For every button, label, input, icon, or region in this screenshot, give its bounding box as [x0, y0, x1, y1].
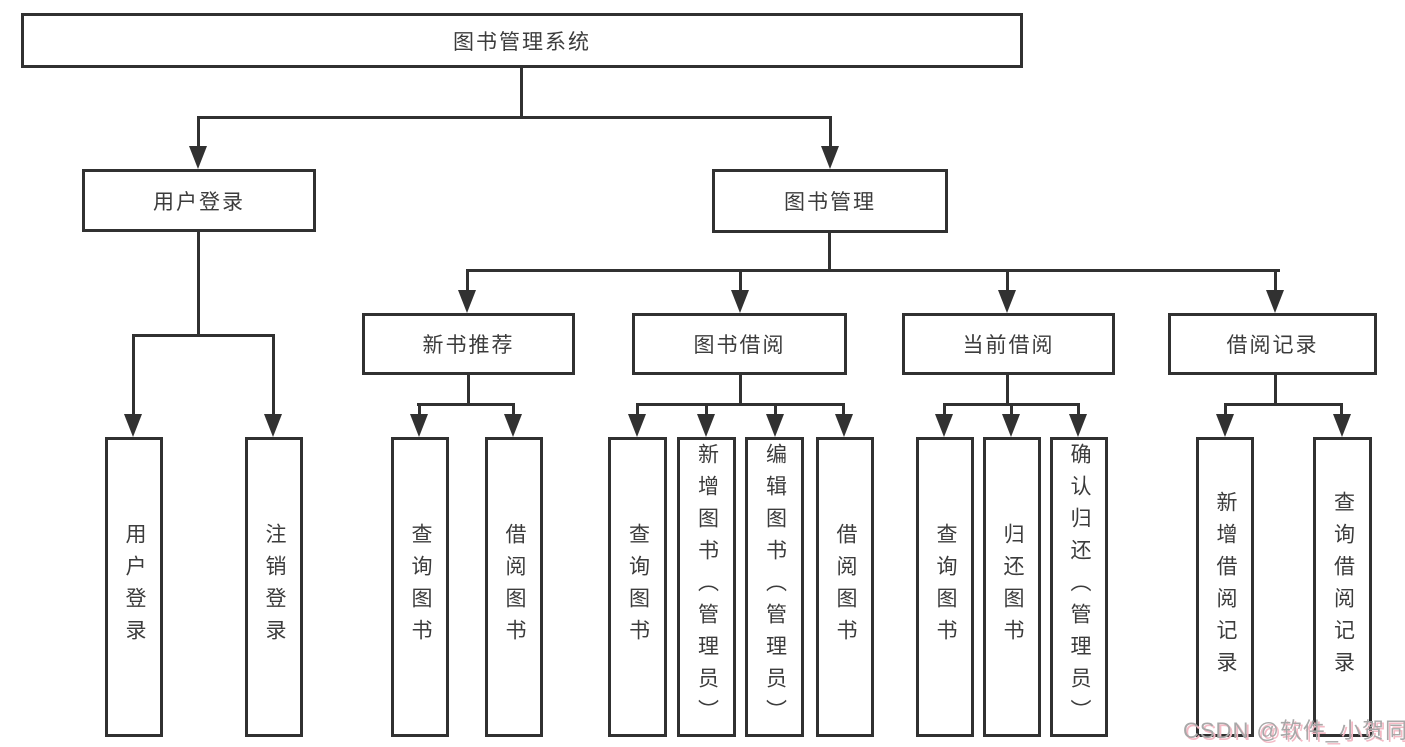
arrow-into-edit-book-admin: [766, 414, 784, 437]
node-user-login: 用户登录: [82, 169, 316, 232]
connector-drop-add-borrow-record: [1224, 403, 1227, 419]
leaf-user-login: 用户登录: [105, 437, 163, 737]
node-user-login-label: 用户登录: [153, 190, 245, 214]
leaf-confirm-return-admin: 确认归还（管理员）: [1050, 437, 1108, 737]
node-current-borrow-label: 当前借阅: [962, 334, 1055, 357]
connector-drop-new-book-recommend: [466, 269, 469, 293]
arrow-into-book-borrow: [731, 290, 749, 313]
connector-user-login-bar: [132, 334, 275, 337]
leaf-confirm-return-admin-label: 确认归还（管理员）: [1068, 443, 1091, 731]
connector-current-borrow-trunk: [1006, 375, 1009, 406]
arrow-into-query-borrow-record: [1333, 414, 1351, 437]
leaf-add-borrow-record: 新增借阅记录: [1196, 437, 1254, 737]
arrow-into-add-borrow-record: [1216, 414, 1234, 437]
leaf-return-book: 归还图书: [983, 437, 1041, 737]
connector-level2-bar: [197, 116, 832, 119]
arrow-into-leaf-user-login: [124, 414, 142, 437]
leaf-borrow-book-recommend-label: 借阅图书: [503, 523, 526, 651]
leaf-borrow-book-label: 借阅图书: [834, 523, 857, 651]
leaf-return-book-label: 归还图书: [1001, 523, 1024, 651]
connector-book-borrow-trunk: [739, 375, 742, 406]
connector-book-borrow-bar: [636, 403, 845, 406]
leaf-query-book-current-label: 查询图书: [934, 523, 957, 651]
arrow-into-leaf-logout: [264, 414, 282, 437]
node-root: 图书管理系统: [21, 13, 1023, 68]
arrow-into-query-book-borrow: [628, 414, 646, 437]
connector-new-book-recommend-bar: [417, 403, 515, 406]
connector-new-book-recommend-trunk: [467, 375, 470, 406]
leaf-user-login-label: 用户登录: [123, 523, 146, 651]
arrow-into-confirm-return-admin: [1069, 414, 1087, 437]
leaf-query-book-recommend: 查询图书: [391, 437, 449, 737]
connector-drop-current-borrow: [1006, 269, 1009, 293]
leaf-query-book-borrow-label: 查询图书: [626, 523, 650, 651]
leaf-query-book-current: 查询图书: [916, 437, 974, 737]
node-current-borrow: 当前借阅: [902, 313, 1115, 375]
connector-drop-query-book-recommend: [418, 403, 421, 419]
connector-book-management-trunk: [828, 233, 831, 272]
node-borrow-records: 借阅记录: [1168, 313, 1377, 375]
leaf-add-borrow-record-label: 新增借阅记录: [1214, 491, 1237, 683]
leaf-edit-book-admin-label: 编辑图书（管理员）: [763, 443, 787, 731]
connector-borrow-records-bar: [1224, 403, 1343, 406]
connector-drop-query-borrow-record: [1340, 403, 1343, 419]
connector-drop-borrow-records: [1274, 269, 1277, 293]
node-book-borrow: 图书借阅: [632, 313, 847, 375]
connector-drop-edit-book-admin: [774, 403, 777, 419]
connector-drop-leaf-logout: [272, 334, 275, 417]
connector-drop-book-management: [829, 116, 832, 150]
leaf-query-book-borrow: 查询图书: [608, 437, 667, 737]
leaf-add-book-admin: 新增图书（管理员）: [677, 437, 736, 737]
node-book-borrow-label: 图书借阅: [693, 334, 786, 357]
arrow-into-add-book-admin: [697, 414, 715, 437]
connector-drop-book-borrow: [739, 269, 742, 293]
arrow-into-borrow-book: [835, 414, 853, 437]
connector-drop-user-login: [197, 116, 200, 150]
connector-user-login-trunk: [197, 231, 200, 336]
connector-drop-borrow-book: [842, 403, 845, 419]
connector-drop-confirm-return-admin: [1077, 403, 1080, 419]
leaf-borrow-book: 借阅图书: [816, 437, 874, 737]
connector-borrow-records-trunk: [1274, 375, 1277, 406]
arrow-into-new-book-recommend: [458, 290, 476, 313]
arrow-into-query-book-current: [935, 414, 953, 437]
connector-drop-query-book-current: [943, 403, 946, 419]
csdn-watermark: CSDN @软件_小贺同学: [1183, 718, 1405, 743]
arrow-into-current-borrow: [998, 290, 1016, 313]
leaf-borrow-book-recommend: 借阅图书: [485, 437, 543, 737]
connector-level3-bar: [466, 269, 1280, 272]
connector-drop-add-book-admin: [705, 403, 708, 419]
connector-drop-borrow-book-recommend: [512, 403, 515, 419]
arrow-into-query-book-recommend: [410, 414, 428, 437]
leaf-query-borrow-record: 查询借阅记录: [1313, 437, 1372, 737]
arrow-into-borrow-records: [1266, 290, 1284, 313]
arrow-into-user-login: [189, 146, 207, 169]
leaf-edit-book-admin: 编辑图书（管理员）: [745, 437, 804, 737]
leaf-query-book-recommend-label: 查询图书: [409, 523, 432, 651]
node-new-book-recommend: 新书推荐: [362, 313, 575, 375]
node-root-label: 图书管理系统: [453, 30, 591, 54]
node-borrow-records-label: 借阅记录: [1226, 334, 1319, 357]
leaf-add-book-admin-label: 新增图书（管理员）: [695, 443, 719, 731]
leaf-logout-label: 注销登录: [263, 523, 286, 651]
leaf-query-borrow-record-label: 查询借阅记录: [1331, 491, 1355, 683]
arrow-into-book-management: [821, 146, 839, 169]
node-book-management-label: 图书管理: [784, 191, 876, 214]
connector-root-trunk: [520, 68, 523, 119]
leaf-logout: 注销登录: [245, 437, 303, 737]
connector-drop-leaf-user-login: [132, 334, 135, 417]
connector-drop-return-book: [1010, 403, 1013, 419]
node-book-management: 图书管理: [712, 169, 948, 233]
arrow-into-return-book: [1002, 414, 1020, 437]
node-new-book-recommend-label: 新书推荐: [422, 334, 515, 357]
arrow-into-borrow-book-recommend: [504, 414, 522, 437]
connector-drop-query-book-borrow: [636, 403, 639, 419]
